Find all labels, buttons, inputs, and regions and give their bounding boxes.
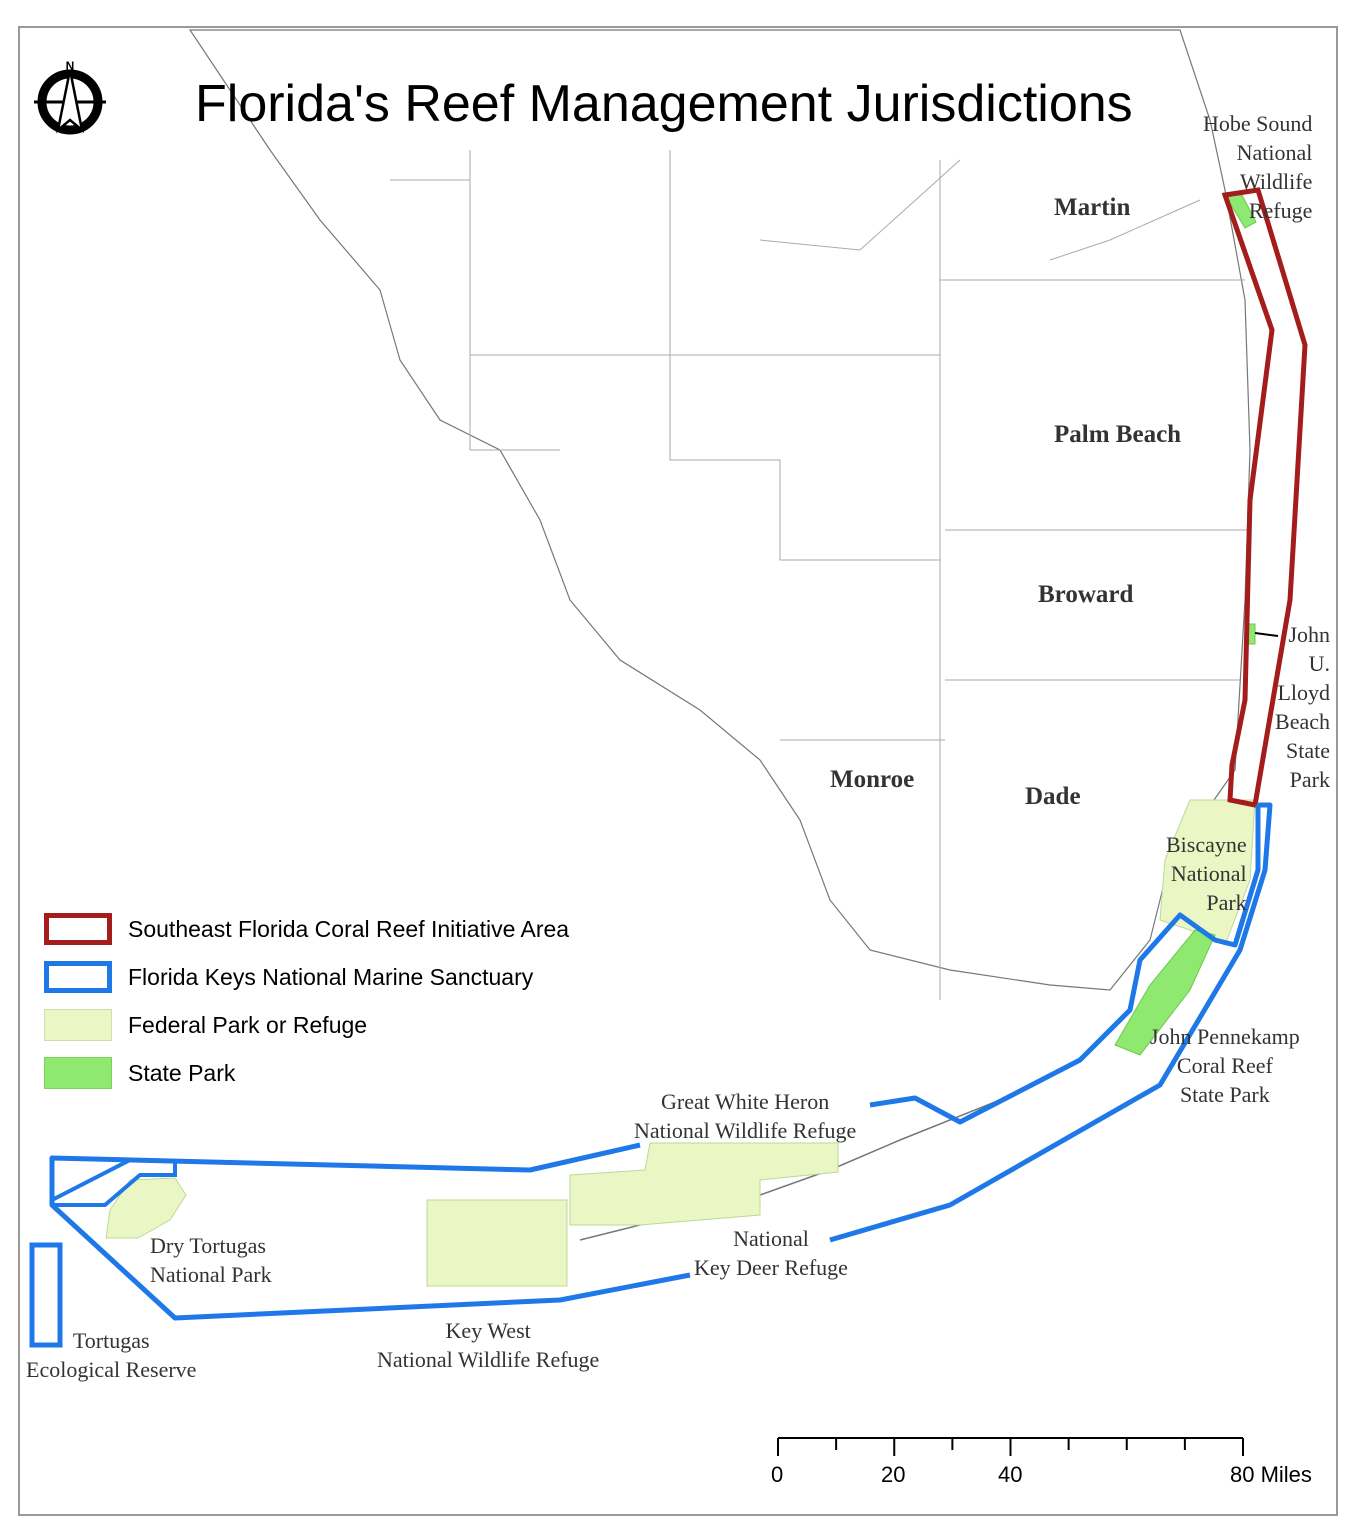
county-boundaries (390, 150, 1250, 1000)
county-label-broward: Broward (1038, 581, 1134, 608)
county-label-dade: Dade (1025, 783, 1081, 810)
legend-swatch (44, 1009, 112, 1041)
legend-item-federal-park: Federal Park or Refuge (44, 1001, 569, 1049)
county-label-martin: Martin (1054, 194, 1131, 221)
scale-label-20: 20 (881, 1462, 906, 1487)
key-west-refuge (426, 1199, 568, 1287)
great-white-heron-refuge (569, 1142, 839, 1226)
scale-label-80: 80 Miles (1230, 1462, 1312, 1487)
dry-tortugas-park (105, 1177, 187, 1239)
legend: Southeast Florida Coral Reef Initiative … (44, 905, 569, 1097)
scale-label-0: 0 (771, 1462, 784, 1487)
legend-item-reef-initiative: Southeast Florida Coral Reef Initiative … (44, 905, 569, 953)
tortugas-inner-lines (51, 1158, 177, 1207)
county-label-palm-beach: Palm Beach (1054, 421, 1182, 448)
legend-swatch (44, 961, 112, 993)
federal-parks (105, 799, 1256, 1287)
north-arrow-icon: N (34, 59, 106, 135)
state-parks (1114, 194, 1257, 1056)
se-florida-reef-initiative-area (1221, 187, 1308, 808)
legend-item-state-park: State Park (44, 1049, 569, 1097)
legend-item-sanctuary: Florida Keys National Marine Sanctuary (44, 953, 569, 1001)
legend-swatch (44, 1057, 112, 1089)
county-label-monroe: Monroe (830, 766, 915, 793)
scale-label-40: 40 (998, 1462, 1023, 1487)
florida-mainland (188, 29, 1251, 991)
scale-bar (777, 1437, 1244, 1456)
legend-swatch (44, 913, 112, 945)
leader-line (1254, 632, 1279, 637)
pennekamp-park (1114, 929, 1216, 1056)
map-border (18, 26, 1338, 1516)
map-title: Florida's Reef Management Jurisdictions (195, 75, 1133, 133)
svg-text:N: N (66, 59, 75, 73)
tortugas-ecological-reserve (29, 1242, 63, 1348)
